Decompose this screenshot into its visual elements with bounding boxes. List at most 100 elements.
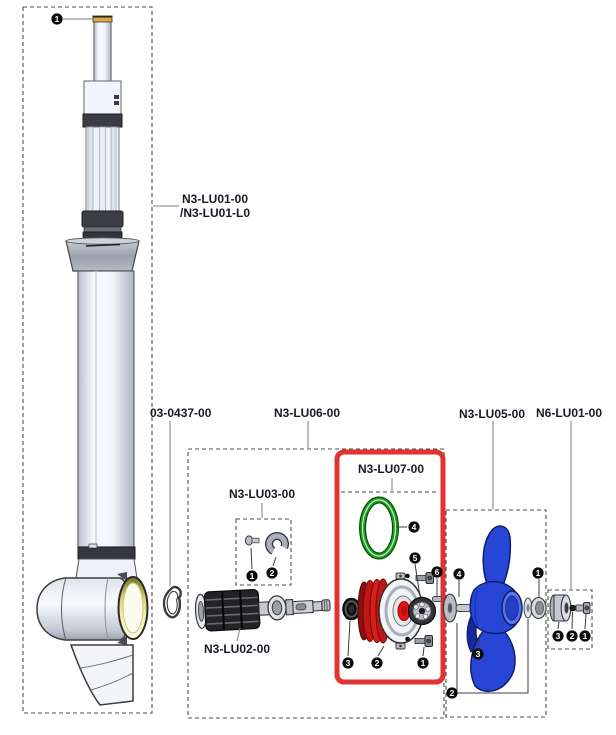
callout-bearing-plate-5: 5: [409, 552, 421, 564]
main-tube: [77, 270, 135, 548]
hw-screw-shaft: [575, 604, 585, 612]
svg-text:2: 2: [570, 631, 575, 641]
callout-lu03-screw-1: 1: [246, 570, 258, 582]
dowel-pin-bottom: [405, 636, 410, 642]
band-notch: [88, 543, 98, 549]
retainer-clip-drawing: [162, 585, 182, 619]
callout-line: [477, 633, 481, 648]
lower-unit-group-box: [187, 448, 445, 719]
callout-line: [347, 620, 351, 657]
segment-line: [221, 591, 226, 631]
prop-nut-inner: [535, 601, 544, 615]
label-hardware-group: N6-LU01-00: [536, 406, 602, 420]
callout-line: [584, 613, 587, 630]
lift-rod: [110, 126, 117, 212]
callout-oring-4: 4: [408, 521, 420, 533]
hw-screw-socket: [584, 605, 590, 611]
svg-text:6: 6: [435, 567, 440, 577]
callout-drive-pin-4: 4: [453, 568, 465, 580]
svg-text:1: 1: [536, 568, 541, 578]
pod-tab: [117, 572, 127, 581]
upper-assembly-drawing: [36, 15, 149, 706]
label-retainer-clip: 03-0437-00: [150, 406, 212, 420]
callout-washers-2: 2: [446, 687, 458, 699]
cap-screw-socket: [426, 638, 432, 644]
lamination-line: [205, 604, 258, 609]
pod-curve: [104, 577, 109, 641]
spacer-bore: [564, 602, 569, 614]
pod-curve: [61, 577, 67, 641]
pod-neck: [75, 558, 138, 579]
pod-tab: [117, 636, 127, 645]
bearing-ball: [414, 613, 421, 619]
hardware-group-contents: [549, 594, 591, 622]
propeller-group-box: [445, 509, 547, 718]
callout-line: [272, 556, 277, 567]
callout-propeller-3: 3: [472, 648, 484, 660]
skeg-line: [90, 672, 134, 691]
svg-text:3: 3: [346, 658, 351, 668]
oring-highlight: [362, 499, 396, 557]
callout-line: [377, 645, 385, 657]
shaft-step: [312, 600, 323, 612]
label-propeller-group: N3-LU05-00: [459, 407, 525, 421]
lift-rod: [87, 126, 94, 212]
svg-text:1: 1: [421, 658, 426, 668]
rotor-bearing-inner: [271, 600, 283, 616]
svg-text:3: 3: [476, 649, 481, 659]
lamination-line: [206, 620, 259, 625]
mount-cone-top: [65, 237, 140, 245]
callout-lu03-clip-2: 2: [266, 567, 278, 579]
part-labels: N3-LU01-00 /N3-LU01-L0 03-0437-00 N3-LU0…: [150, 192, 602, 656]
shaft-keyway: [295, 603, 307, 611]
propeller-group-contents: [442, 525, 547, 693]
label-lower-unit-group: N3-LU06-00: [274, 406, 340, 420]
seal-kit-contents: [342, 496, 442, 650]
drive-pin: [455, 604, 472, 612]
small-screw-head: [244, 535, 254, 546]
label-rotor-hardware-group: N3-LU03-00: [229, 487, 295, 501]
svg-text:2: 2: [375, 658, 380, 668]
prop-washer-hole: [526, 604, 530, 612]
prop-hub-bore: [505, 595, 519, 621]
prop-hub-shading: [474, 589, 479, 627]
hardware-group-box: [547, 589, 593, 650]
svg-text:5: 5: [413, 553, 418, 563]
seal-kit-highlight-box: [334, 449, 446, 685]
callout-ball-2: 2: [566, 630, 578, 642]
bearing-plate-bore: [418, 607, 426, 615]
svg-text:4: 4: [457, 569, 462, 579]
callout-pin-6: 6: [431, 566, 443, 578]
shaft-collar: [285, 599, 294, 616]
label-seal-kit-group: N3-LU07-00: [358, 462, 424, 476]
e-clip-body: [266, 533, 288, 555]
collar-ring: [83, 226, 122, 233]
housing-tab-hole: [399, 574, 402, 578]
svg-text:1: 1: [55, 14, 60, 24]
callout-line: [571, 611, 573, 630]
leader-lu02: [236, 627, 241, 642]
lamination-line: [206, 612, 259, 617]
dowel-pin-top: [405, 573, 410, 579]
bearing-ball: [419, 601, 425, 608]
rotor-hardware-box: [235, 518, 292, 586]
svg-text:2: 2: [270, 568, 275, 578]
clip-wire-inner: [166, 590, 179, 615]
callout-spacer-3: 3: [552, 630, 564, 642]
callout-line-washers: [456, 619, 529, 694]
seal-bushing-ring: [344, 600, 359, 618]
svg-text:2: 2: [450, 688, 455, 698]
head-detail: [114, 95, 119, 99]
head-detail: [114, 101, 119, 105]
thread-line: [323, 600, 326, 611]
skeg-fin: [69, 644, 134, 706]
svg-text:4: 4: [412, 522, 417, 532]
upper-assembly-box: [22, 6, 153, 714]
callout-line: [414, 563, 421, 597]
segment-line: [239, 590, 244, 630]
callout-line: [250, 547, 253, 570]
cap-screw-shaft-bottom: [414, 638, 426, 644]
label-rotor-assembly: N3-LU02-00: [204, 642, 270, 656]
svg-text:1: 1: [583, 631, 588, 641]
